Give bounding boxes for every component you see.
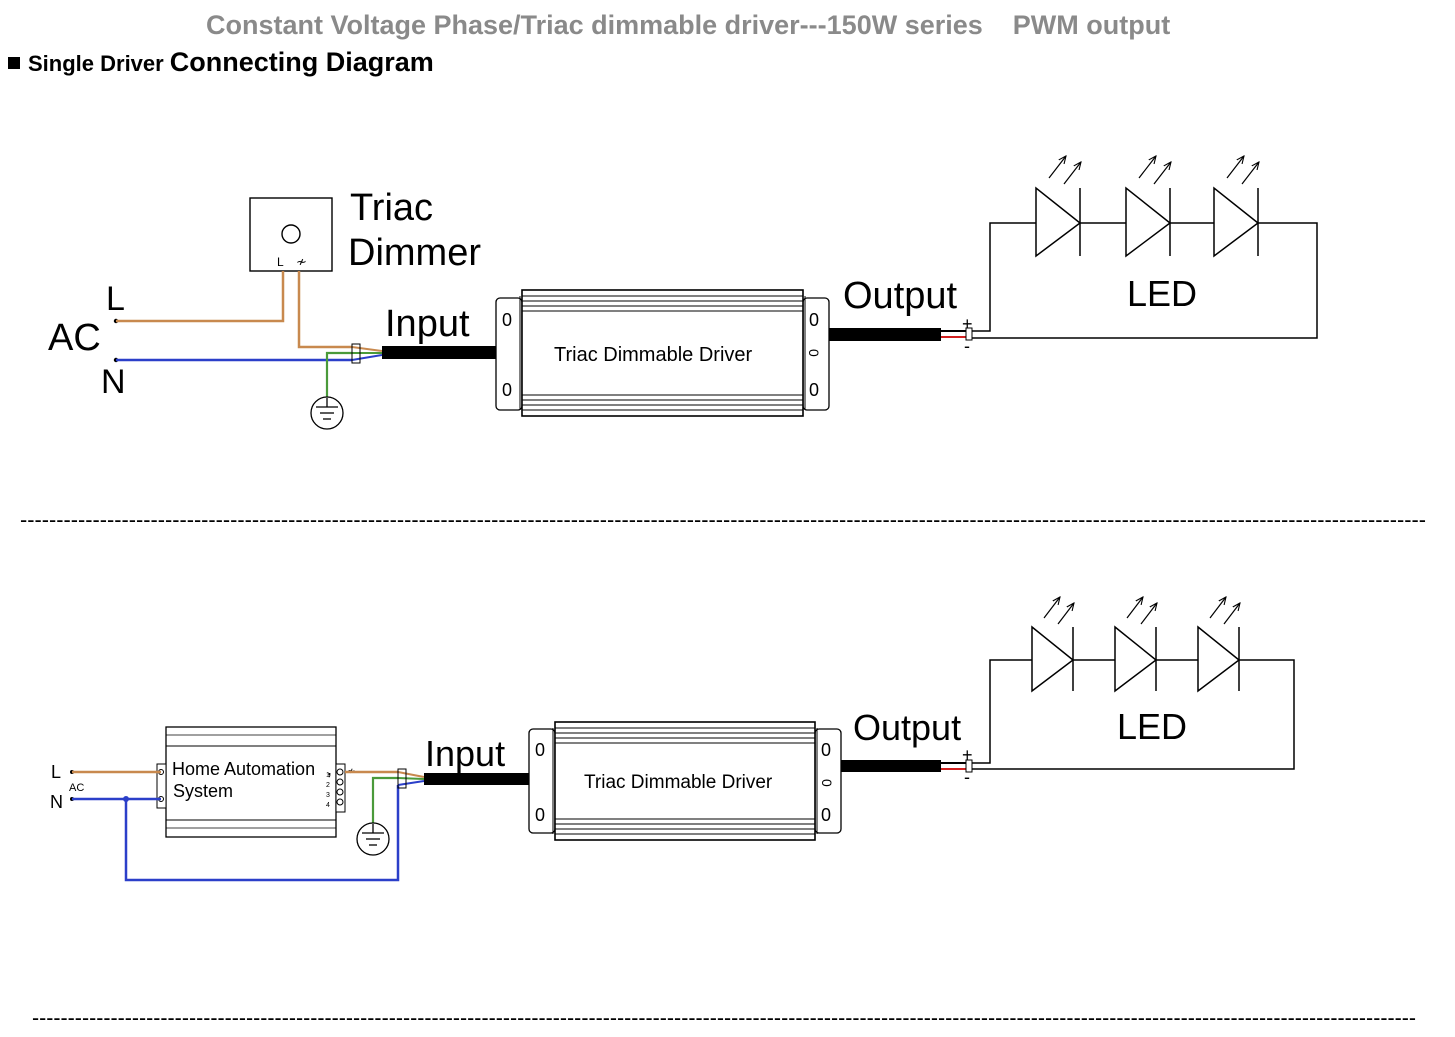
term-1: 1 bbox=[326, 772, 330, 779]
diagram-home-automation: L N AC 1 2 3 4 ≁ Home Automation , Syste… bbox=[50, 597, 1295, 882]
separator-line-2: ----------------------------------------… bbox=[32, 1005, 1416, 1030]
screw-hole-top-left: 0 bbox=[502, 310, 512, 330]
earth-wire bbox=[325, 351, 352, 400]
home-automation-line2: System bbox=[173, 781, 233, 801]
led-label: LED bbox=[1127, 273, 1197, 314]
section-title: Connecting Diagram bbox=[169, 47, 434, 77]
output-label-2: Output bbox=[853, 707, 961, 748]
dimmer-title-line2: Dimmer bbox=[348, 232, 481, 274]
ground-symbol-icon bbox=[310, 396, 344, 430]
screw-hole-bottom-left-2: 0 bbox=[535, 805, 545, 825]
neutral-n-label-2: N bbox=[50, 792, 63, 812]
home-automation-comma: , bbox=[327, 759, 332, 779]
diagram-triac-dimmer: AC L N L ≁ Triac Dimmer bbox=[48, 156, 1318, 430]
line-wire-to-dimmer bbox=[116, 271, 285, 323]
minus-sign-2: - bbox=[964, 767, 970, 787]
home-input-terminal bbox=[156, 763, 167, 809]
output-label: Output bbox=[843, 275, 958, 317]
input-wire-connector bbox=[351, 343, 383, 364]
driver-label-2: Triac Dimmable Driver bbox=[584, 772, 773, 793]
plus-sign-2: + bbox=[962, 745, 973, 765]
line-l-label: L bbox=[106, 280, 125, 318]
term-2: 2 bbox=[326, 782, 330, 789]
triac-dimmer-box bbox=[249, 197, 333, 272]
screw-hole-center-right: 0 bbox=[806, 349, 822, 357]
screw-hole-center-right-2: 0 bbox=[819, 779, 835, 787]
dimmed-line-wire bbox=[297, 271, 352, 349]
output-connector-2 bbox=[965, 759, 973, 773]
bullet-square-icon bbox=[8, 57, 20, 69]
dimmer-l-terminal: L bbox=[277, 255, 284, 269]
plus-sign: + bbox=[962, 314, 973, 334]
triac-dimmable-driver-2 bbox=[528, 721, 842, 841]
led-diode-6-icon bbox=[1197, 597, 1240, 693]
ac-label: AC bbox=[48, 317, 101, 359]
screw-hole-top-right: 0 bbox=[809, 310, 819, 330]
screw-hole-top-left-2: 0 bbox=[535, 740, 545, 760]
dimmer-knob-icon bbox=[281, 224, 301, 244]
output-connector bbox=[965, 327, 973, 341]
neutral-bypass-wire bbox=[124, 785, 400, 882]
separator-line-1: ----------------------------------------… bbox=[20, 507, 1426, 532]
screw-hole-top-right-2: 0 bbox=[821, 740, 831, 760]
led-label-2: LED bbox=[1117, 706, 1187, 747]
input-label: Input bbox=[385, 303, 470, 345]
led-diode-2-icon bbox=[1125, 156, 1171, 258]
input-cable-2 bbox=[424, 773, 556, 785]
output-cable-2 bbox=[841, 760, 941, 772]
triac-dimmable-driver bbox=[495, 289, 830, 417]
screw-hole-bottom-left: 0 bbox=[502, 380, 512, 400]
input-label-2: Input bbox=[425, 733, 505, 774]
led-diode-5-icon bbox=[1114, 597, 1157, 693]
input-wire-connector-2 bbox=[397, 768, 425, 789]
led-diode-3-icon bbox=[1213, 156, 1259, 258]
page-title: Constant Voltage Phase/Triac dimmable dr… bbox=[206, 10, 1171, 40]
led-diode-1-icon bbox=[1035, 156, 1081, 258]
earth-wire-2 bbox=[371, 776, 398, 826]
home-automation-line1: Home Automation bbox=[172, 759, 315, 779]
term-4: 4 bbox=[326, 802, 330, 809]
neutral-n-label: N bbox=[101, 363, 126, 401]
output-cable bbox=[829, 328, 941, 341]
led-diode-4-icon bbox=[1031, 597, 1074, 693]
home-output-terminal bbox=[335, 763, 346, 813]
input-cable bbox=[382, 346, 522, 359]
line-l-label-2: L bbox=[51, 762, 61, 782]
ground-symbol-icon-2 bbox=[356, 822, 390, 856]
minus-sign: - bbox=[964, 336, 970, 356]
dimmer-title-line1: Triac bbox=[350, 187, 433, 229]
ac-label-2: AC bbox=[69, 782, 84, 794]
driver-label: Triac Dimmable Driver bbox=[554, 344, 753, 366]
term-3: 3 bbox=[326, 792, 330, 799]
screw-hole-bottom-right: 0 bbox=[809, 380, 819, 400]
screw-hole-bottom-right-2: 0 bbox=[821, 805, 831, 825]
section-label: Single Driver bbox=[28, 51, 164, 76]
dimmer-dim-terminal: ≁ bbox=[296, 254, 307, 269]
